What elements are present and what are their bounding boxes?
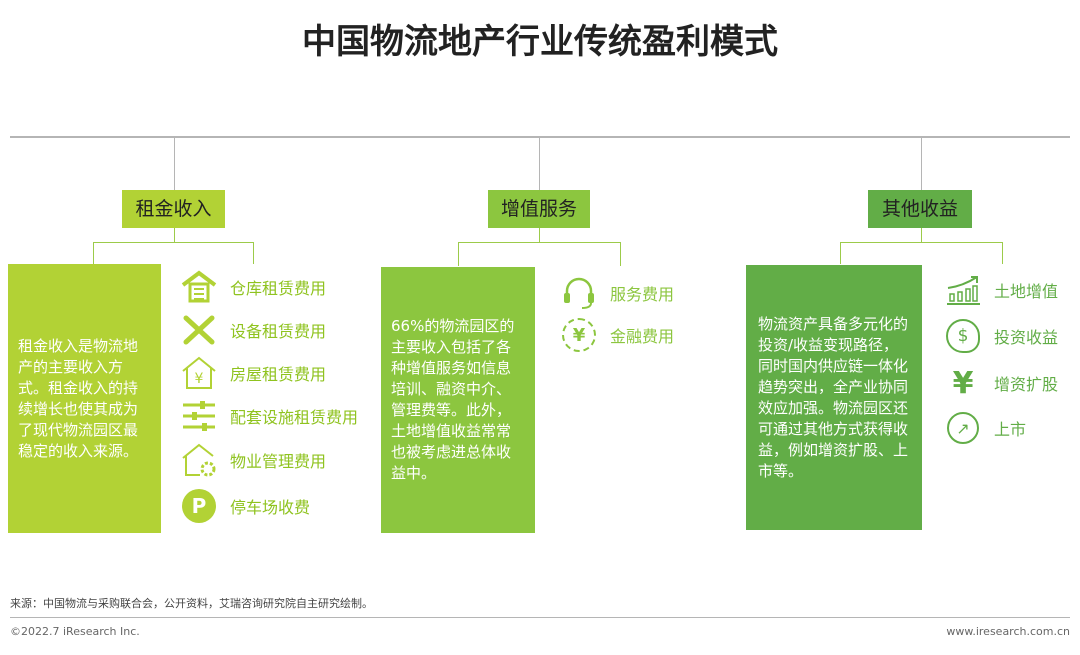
bracket bbox=[93, 242, 254, 243]
header-service: 增值服务 bbox=[488, 190, 590, 228]
rent-description-box: 租金收入是物流地产的主要收入方式。租金收入的持续增长也使其成为了现代物流园区最稳… bbox=[8, 264, 161, 533]
bracket bbox=[253, 242, 254, 264]
item-house-rent: ¥ 房屋租赁费用 bbox=[180, 351, 358, 394]
bracket bbox=[840, 242, 841, 264]
connector bbox=[921, 137, 922, 190]
bracket bbox=[921, 228, 922, 242]
page-title: 中国物流地产行业传统盈利模式 bbox=[302, 22, 778, 62]
svg-text:¥: ¥ bbox=[195, 371, 204, 387]
bracket bbox=[174, 228, 175, 242]
connector bbox=[174, 137, 175, 190]
item-equipment-rent: 设备租赁费用 bbox=[180, 308, 358, 351]
growth-chart-icon bbox=[944, 273, 982, 307]
item-service-fee: 服务费用 bbox=[560, 272, 674, 314]
service-description-box: 66%的物流园区的主要收入包括了各种增值服务如信息培训、融资中介、管理费等。此外… bbox=[381, 267, 535, 533]
item-facility-rent: 配套设施租赁费用 bbox=[180, 394, 358, 437]
footer-divider bbox=[10, 617, 1070, 618]
item-property-management: 物业管理费用 bbox=[180, 437, 358, 483]
item-finance-fee: ¥ 金融费用 bbox=[560, 314, 674, 356]
yen-icon: ¥ bbox=[952, 365, 974, 401]
yen-cycle-icon: ¥ bbox=[560, 318, 598, 352]
tools-icon bbox=[180, 313, 218, 347]
sliders-icon bbox=[180, 399, 218, 433]
item-investment-income: $ 投资收益 bbox=[944, 312, 1058, 360]
connector bbox=[539, 137, 540, 190]
arrow-circle-icon: ↗ bbox=[944, 411, 982, 445]
rent-description: 租金收入是物流地产的主要收入方式。租金收入的持续增长也使其成为了现代物流园区最稳… bbox=[18, 336, 139, 460]
bracket bbox=[1002, 242, 1003, 264]
service-description: 66%的物流园区的主要收入包括了各种增值服务如信息培训、融资中介、管理费等。此外… bbox=[391, 317, 515, 482]
source-note: 来源：中国物流与采购联合会，公开资料，艾瑞咨询研究院自主研究绘制。 bbox=[10, 597, 373, 610]
item-parking-fee: P 停车场收费 bbox=[180, 483, 358, 529]
item-capital-increase: ¥ 增资扩股 bbox=[944, 360, 1058, 406]
house-gear-icon bbox=[180, 443, 218, 477]
other-description-box: 物流资产具备多元化的投资/收益变现路径，同时国内供应链一体化趋势突出，全产业协同… bbox=[746, 265, 922, 530]
bracket bbox=[458, 242, 459, 266]
copyright: ©2022.7 iResearch Inc. bbox=[10, 625, 140, 638]
warehouse-icon bbox=[180, 270, 218, 304]
bracket bbox=[93, 242, 94, 264]
item-ipo: ↗ 上市 bbox=[944, 406, 1058, 450]
bracket bbox=[458, 242, 620, 243]
bracket bbox=[539, 228, 540, 242]
head-dollar-icon: $ bbox=[944, 319, 982, 353]
header-rent: 租金收入 bbox=[122, 190, 225, 228]
header-other: 其他收益 bbox=[868, 190, 972, 228]
top-divider bbox=[10, 136, 1070, 138]
item-warehouse-rent: 仓库租赁费用 bbox=[180, 265, 358, 308]
item-land-appreciation: 土地增值 bbox=[944, 268, 1058, 312]
bracket bbox=[620, 242, 621, 266]
bracket bbox=[840, 242, 1002, 243]
other-description: 物流资产具备多元化的投资/收益变现路径，同时国内供应链一体化趋势突出，全产业协同… bbox=[758, 314, 909, 480]
house-yen-icon: ¥ bbox=[180, 356, 218, 390]
website: www.iresearch.com.cn bbox=[946, 625, 1070, 638]
headset-icon bbox=[560, 276, 598, 310]
parking-icon: P bbox=[180, 489, 218, 523]
